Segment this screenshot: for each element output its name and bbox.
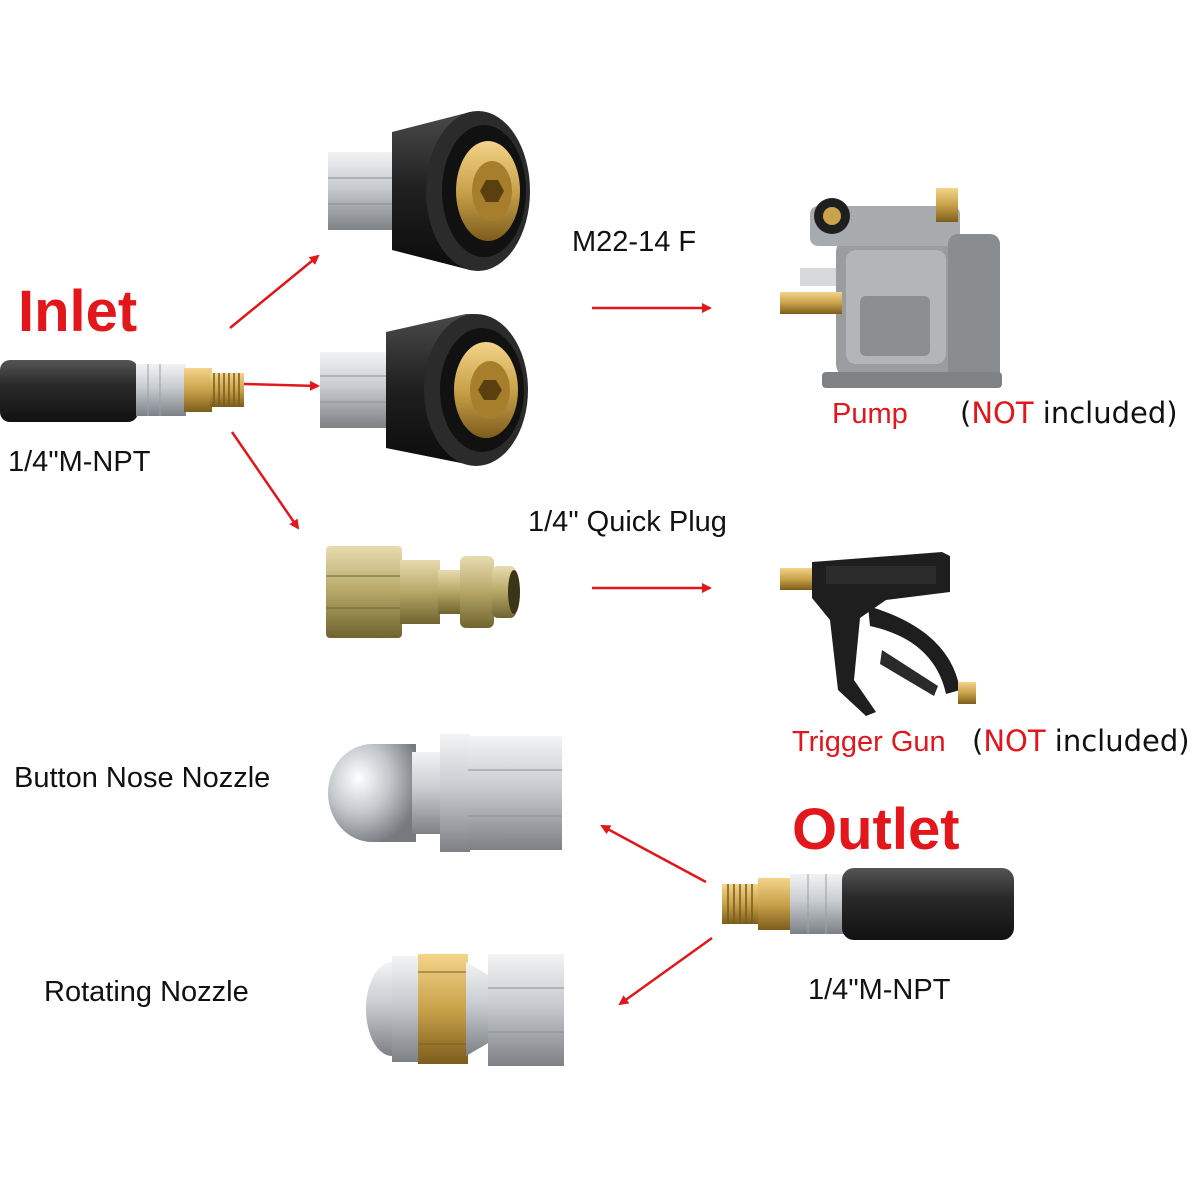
quick-plug-label: 1/4" Quick Plug <box>528 506 727 538</box>
outlet-heading: Outlet <box>792 797 960 862</box>
trigger-not-included: (NOT included) <box>972 724 1190 758</box>
arrow-to-quick-plug <box>230 431 300 530</box>
arrow-to-rotating <box>618 936 713 1006</box>
not-word: NOT <box>983 724 1046 758</box>
rotating-nozzle-icon <box>366 954 564 1066</box>
outlet-arrows <box>600 824 713 1006</box>
inlet-hose-icon <box>0 360 244 422</box>
paren-open: ( <box>960 396 972 430</box>
inlet-arrows <box>229 254 712 593</box>
trigger-gun-icon <box>780 552 976 716</box>
outlet-thread-label: 1/4"M-NPT <box>808 974 951 1006</box>
pump-label: Pump <box>832 398 908 430</box>
inlet-thread-label: 1/4"M-NPT <box>8 446 151 478</box>
trigger-gun-label: Trigger Gun <box>792 726 946 758</box>
not-word: NOT <box>971 396 1034 430</box>
arrow-to-button-nose <box>600 824 707 884</box>
outlet-hose-icon <box>722 868 1014 940</box>
inlet-heading: Inlet <box>18 279 138 344</box>
included-text: included) <box>1033 396 1178 430</box>
button-nose-label: Button Nose Nozzle <box>14 762 271 794</box>
included-text: included) <box>1045 724 1190 758</box>
m22-coupler-middle-icon <box>320 314 528 466</box>
paren-open: ( <box>972 724 984 758</box>
quick-plug-icon <box>326 546 520 638</box>
rotating-label: Rotating Nozzle <box>44 976 249 1008</box>
m22-label: M22-14 F <box>572 226 697 258</box>
button-nose-nozzle-icon <box>328 734 562 852</box>
pump-icon <box>780 188 1002 388</box>
m22-coupler-top-icon <box>328 111 530 271</box>
arrow-to-top-coupler <box>229 254 320 329</box>
pump-not-included: (NOT included) <box>960 396 1178 430</box>
arrow-to-middle-coupler <box>243 380 320 391</box>
